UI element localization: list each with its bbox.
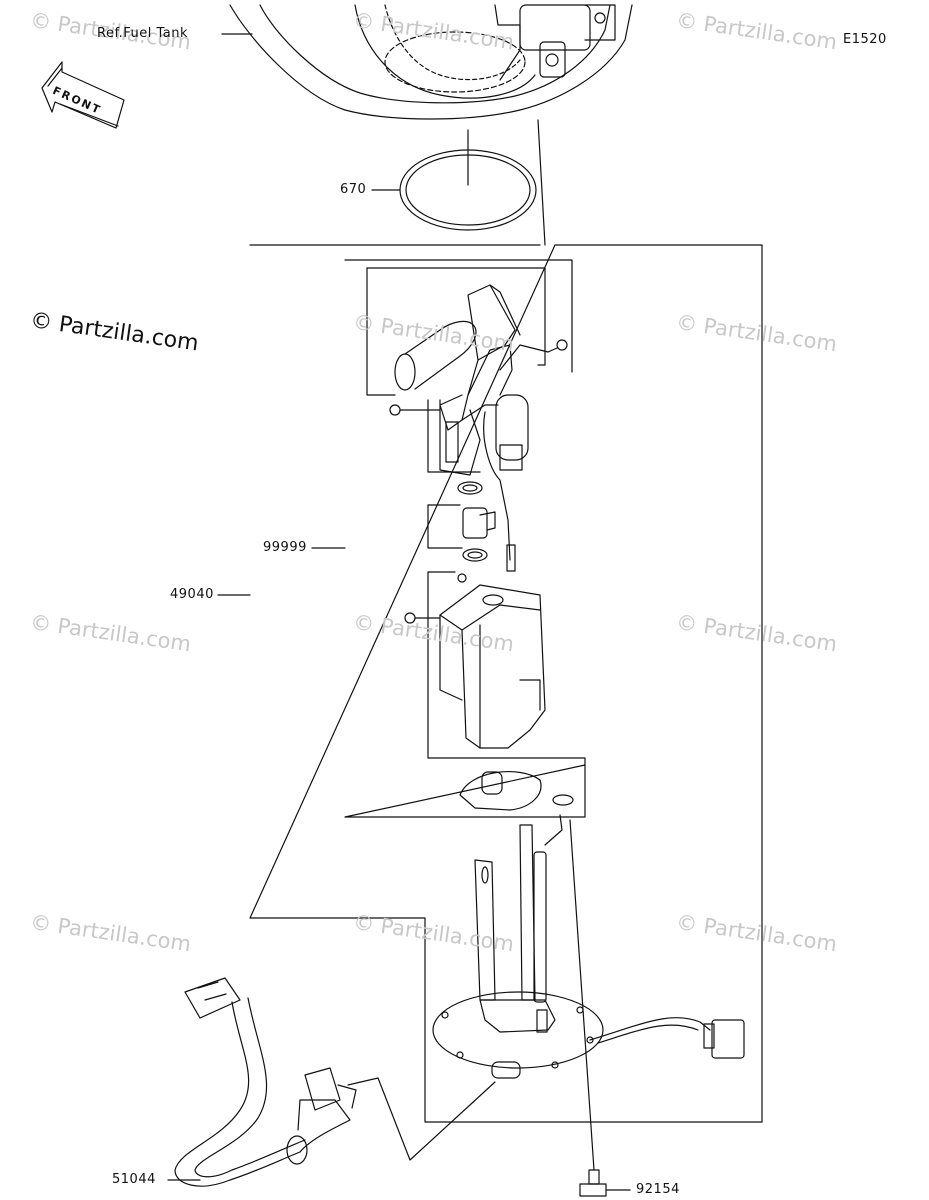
part-label-49040[interactable]: 49040 [170, 587, 214, 602]
fuel-pump-motor [389, 284, 568, 572]
part-label-51044[interactable]: 51044 [112, 1172, 156, 1187]
gasket-670 [371, 129, 537, 231]
fuel-filter-case [404, 584, 546, 749]
assembly-frame-49040 [217, 244, 763, 1123]
pump-bracket-base [432, 814, 745, 1171]
part-label-99999[interactable]: 99999 [263, 540, 307, 555]
fuel-hose-51044 [167, 977, 496, 1187]
part-label-92154[interactable]: 92154 [636, 1182, 680, 1197]
part-label-670[interactable]: 670 [340, 182, 367, 197]
diagram-code: E1520 [843, 32, 887, 47]
pump-cover [459, 770, 574, 811]
pressure-regulator [457, 481, 496, 583]
fuel-tank-outline [229, 4, 633, 120]
bolt-92154 [579, 1169, 631, 1197]
assembly-frame-99999 [311, 259, 586, 818]
front-arrow-icon [41, 61, 125, 129]
ref-fuel-tank-label: Ref.Fuel Tank [97, 26, 188, 41]
